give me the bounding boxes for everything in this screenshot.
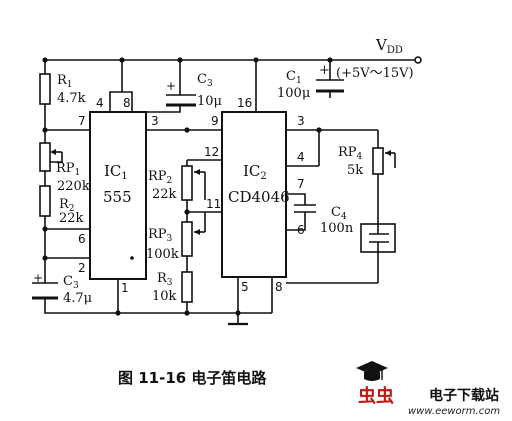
ic2-model: CD4046 <box>228 188 290 206</box>
wiper-arrows <box>50 149 391 235</box>
ic1-pin-4: 4 <box>96 96 104 110</box>
rp1-potentiometer <box>39 142 51 172</box>
ic2-pin-9: 9 <box>211 114 219 128</box>
ic1-pin-8: 8 <box>123 96 131 110</box>
rp3-potentiometer <box>181 221 193 257</box>
ic1-model: 555 <box>103 188 132 206</box>
c3-top-value: 10μ <box>197 94 222 109</box>
ic2-pin-16: 16 <box>237 96 252 110</box>
r1-resistor <box>39 73 51 105</box>
watermark-url: www.eeworm.com <box>408 406 500 417</box>
ic2-pin-11: 11 <box>206 197 221 211</box>
ic2-pin-12: 12 <box>204 145 219 159</box>
rp3-value: 100k <box>146 247 179 262</box>
bug-mortarboard-logo-icon <box>356 361 388 381</box>
c3-bottom-name: C3 <box>63 274 79 291</box>
supply-range-label: (+5V～15V) <box>336 66 414 81</box>
ic1-pin-6: 6 <box>78 232 86 246</box>
c1-value: 100μ <box>277 86 310 101</box>
rp1-value: 220k <box>57 179 90 194</box>
rp4-value: 5k <box>347 163 363 178</box>
r2-resistor <box>39 185 51 217</box>
ic1-pin-2: 2 <box>78 261 86 275</box>
r3-name: R3 <box>157 271 173 288</box>
ic2-pin-6: 6 <box>297 223 305 237</box>
rp2-value: 22k <box>152 187 177 202</box>
ic2-pin-4: 4 <box>297 150 305 164</box>
ic1-pin-7: 7 <box>78 114 86 128</box>
ic2-name: IC2 <box>243 162 267 182</box>
ground-rail <box>44 298 238 314</box>
r3-resistor <box>181 271 193 303</box>
ic2-pin-7: 7 <box>297 177 305 191</box>
ic2-pin-3: 3 <box>297 114 305 128</box>
r3-value: 10k <box>152 289 177 304</box>
c3-bottom-plus-sign: + <box>33 271 43 285</box>
watermark: 虫虫 电子下载站 www.eeworm.com <box>356 361 500 417</box>
r2-name: R2 <box>59 197 75 214</box>
wiring <box>32 56 422 326</box>
c3-bottom-value: 4.7μ <box>63 291 92 306</box>
vdd-terminal <box>414 56 422 64</box>
junction-dots <box>42 57 333 316</box>
rp1-name: RP1 <box>56 161 80 178</box>
ic2-pin-5: 5 <box>241 280 249 294</box>
ic1-pin-1: 1 <box>121 281 129 295</box>
rp4-potentiometer <box>372 147 384 175</box>
c3-top-plus-sign: + <box>166 79 176 93</box>
c4-value: 100n <box>320 221 354 236</box>
c4-name: C4 <box>331 205 347 222</box>
r2-value: 22k <box>59 211 84 226</box>
ic1-pin-3: 3 <box>151 114 159 128</box>
r1-value: 4.7k <box>57 91 86 106</box>
rp3-name: RP3 <box>148 227 173 244</box>
c3-top-name: C3 <box>197 72 213 89</box>
c1-plus-sign: + <box>319 63 330 78</box>
c1-name: C1 <box>286 69 302 86</box>
rp2-name: RP2 <box>148 169 172 186</box>
rp2-potentiometer <box>181 165 193 201</box>
ic1-name: IC1 <box>104 162 128 182</box>
watermark-brand-text: 电子下载站 <box>429 387 499 404</box>
watermark-brand-glyphs: 虫虫 <box>358 385 394 407</box>
ic2-pin-8: 8 <box>275 280 283 294</box>
rp4-name: RP4 <box>338 145 363 162</box>
vdd-label: VDD <box>375 36 403 56</box>
figure-caption: 图 11-16 电子笛电路 <box>118 369 267 387</box>
r1-name: R1 <box>57 73 73 90</box>
